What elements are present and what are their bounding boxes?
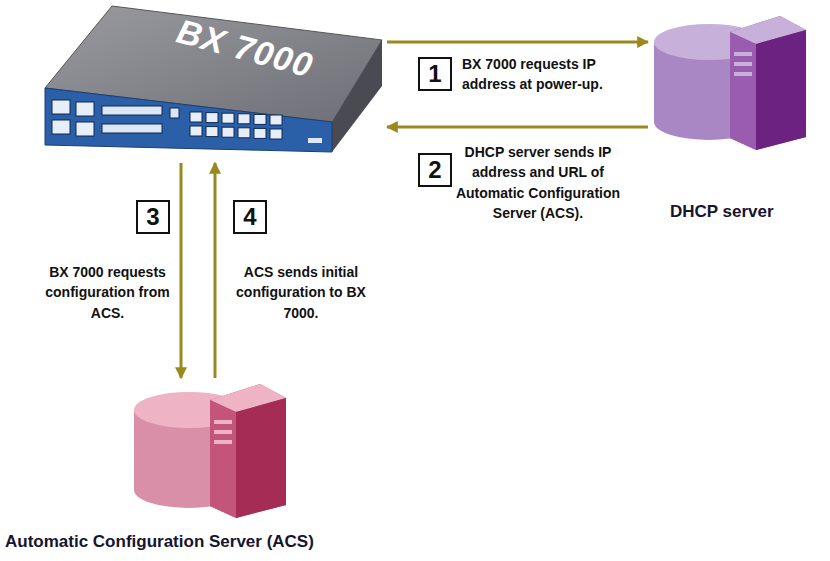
- server-label: DHCP server: [670, 202, 820, 222]
- flow-arrow: [387, 126, 648, 129]
- server-box: Automatic Configuration Server (ACS): [5, 380, 389, 558]
- flow-arrow: [180, 163, 183, 378]
- device-box: BX 7000: [40, 0, 385, 155]
- step-description: BX 7000 requests configuration from ACS.: [40, 262, 175, 323]
- step-description: DHCP server sends IP address and URL of …: [438, 142, 638, 223]
- step-description: ACS sends initial configuration to BX 70…: [236, 262, 366, 323]
- step-description: BX 7000 requests IP address at power-up.: [462, 54, 652, 95]
- callout-number: 3: [136, 200, 170, 234]
- server-box: DHCP server: [650, 12, 825, 227]
- acs-server-icon: [130, 380, 290, 520]
- dhcp-server-icon: [650, 12, 810, 152]
- flow-arrow: [214, 163, 217, 378]
- callout-number: 1: [418, 57, 452, 91]
- flow-arrow: [387, 41, 648, 44]
- callout-number: 2: [418, 153, 452, 187]
- server-label: Automatic Configuration Server (ACS): [5, 532, 385, 552]
- callout-number: 4: [233, 200, 267, 234]
